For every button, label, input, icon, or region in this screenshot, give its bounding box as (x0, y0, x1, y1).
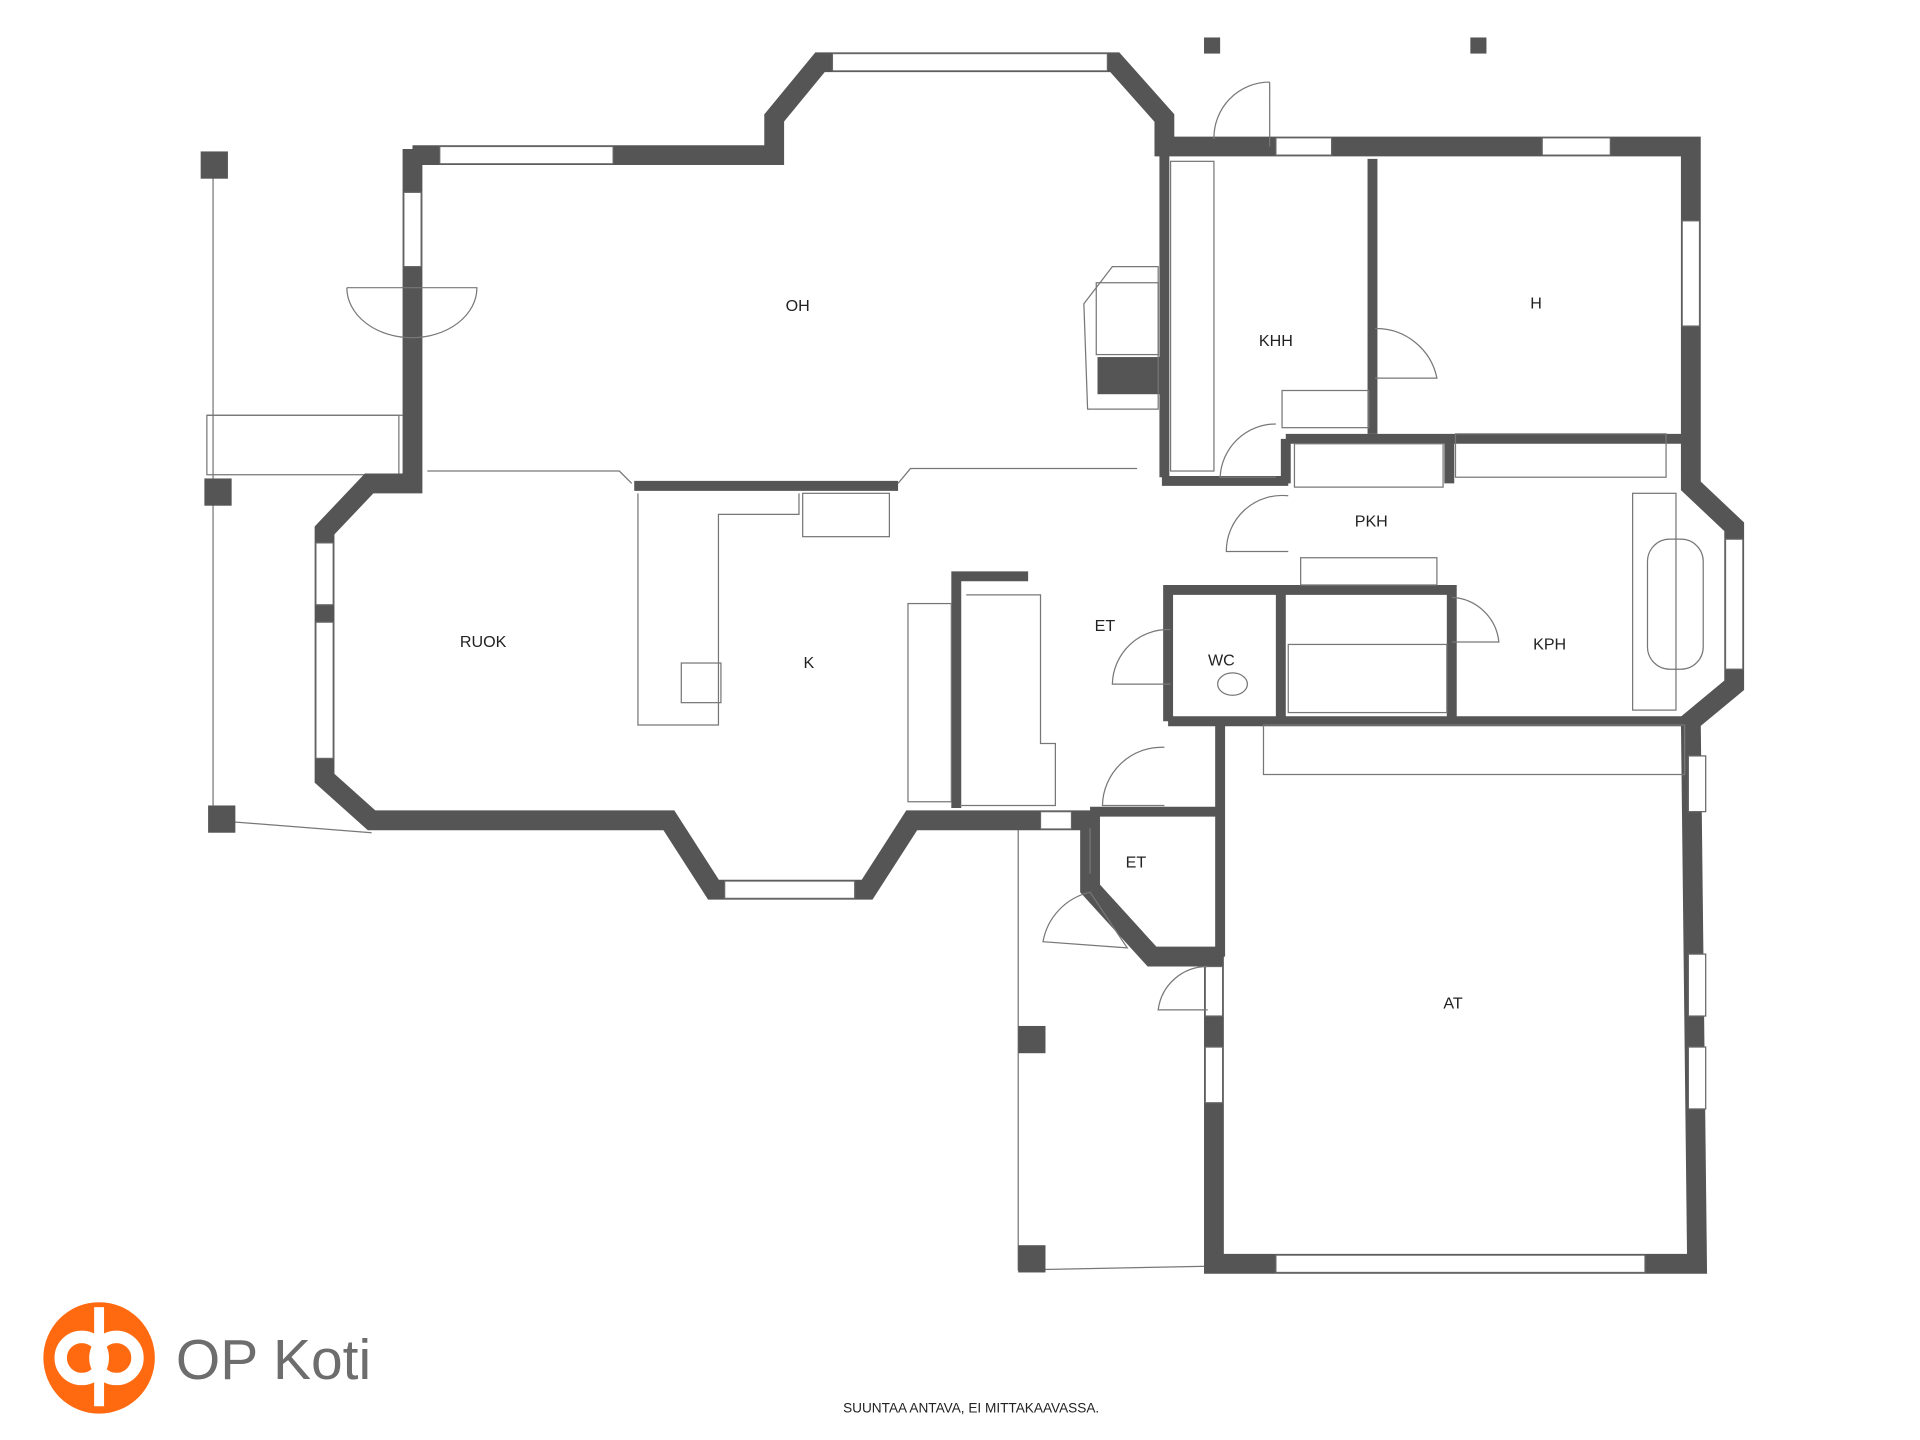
room-label-k: K (804, 654, 815, 672)
room-label-et-lower: ET (1126, 853, 1147, 871)
room-label-pkh: PKH (1355, 513, 1388, 531)
room-label-khh: KHH (1259, 332, 1293, 350)
room-label-kph: KPH (1533, 635, 1566, 653)
pillars (200, 37, 1487, 1273)
room-label-h: H (1530, 295, 1542, 313)
room-label-et-upper: ET (1095, 617, 1116, 635)
exterior-walls (314, 52, 1745, 1274)
room-label-oh: OH (786, 297, 810, 315)
doors (346, 81, 1500, 1011)
room-label-at: AT (1443, 995, 1463, 1013)
interior-walls (634, 146, 1695, 957)
windows (315, 52, 1744, 1274)
room-label-ruok: RUOK (460, 633, 507, 651)
terrace-outlines (206, 163, 1208, 1271)
op-koti-logo: OP Koti (43, 1302, 371, 1414)
disclaimer: SUUNTAA ANTAVA, EI MITTAKAAVASSA. (843, 1400, 1099, 1415)
fixtures (637, 160, 1704, 807)
room-label-wc: WC (1208, 651, 1235, 669)
logo-text: OP Koti (176, 1328, 371, 1392)
